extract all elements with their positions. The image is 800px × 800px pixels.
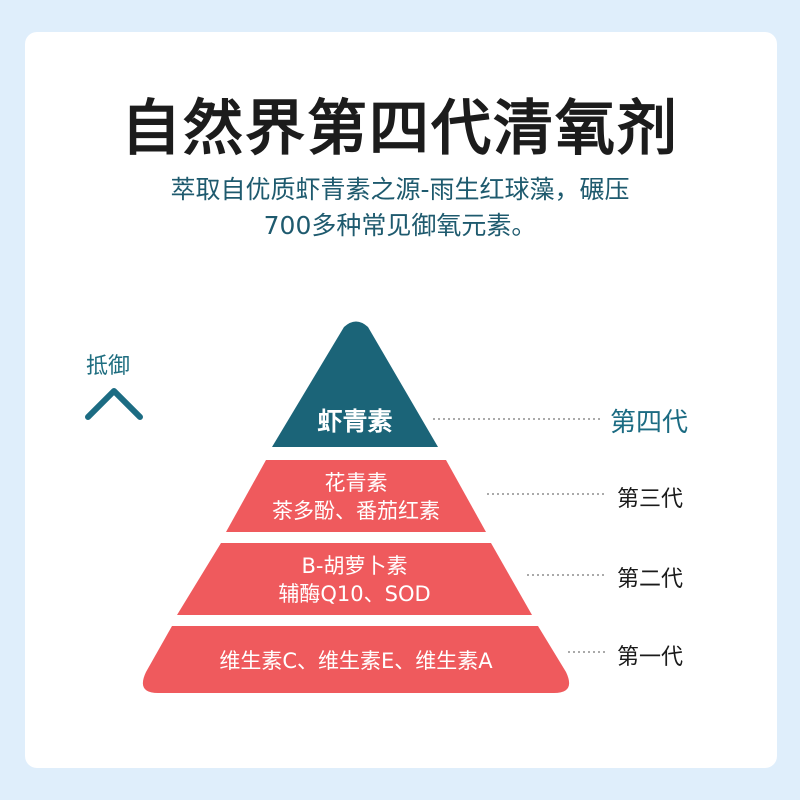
pyramid-tier-4 [272,321,438,447]
resistance-arrow-head [85,388,143,420]
subtitle-line-2: 700多种常见御氧元素。 [263,211,537,240]
page-subtitle: 萃取自优质虾青素之源-雨生红球藻，碾压 700多种常见御氧元素。 [0,172,800,244]
tier-2-line-2: 辅酶Q10、SOD [278,582,431,606]
generation-label-3: 第三代 [617,487,684,512]
generation-label-2: 第二代 [617,567,684,592]
tier-3-text: 花青素 茶多酚、番茄红素 [226,469,486,525]
page-title: 自然界第四代清氧剂 [121,94,679,164]
tier-2-text: B-胡萝卜素 辅酶Q10、SOD [177,552,532,608]
tier-1-text: 维生素C、维生素E、维生素A [146,645,566,675]
generation-label-4: 第四代 [610,408,689,438]
tier-4-text: 虾青素 [272,402,438,438]
tier-1-line-1: 维生素C、维生素E、维生素A [219,649,493,673]
generation-label-1: 第一代 [617,645,684,670]
tier-4-line-1: 虾青素 [317,407,393,436]
pyramid-tier-1 [142,626,570,693]
pyramid-tier-3 [226,460,486,532]
tier-2-line-1: B-胡萝卜素 [301,554,408,578]
tier-3-line-1: 花青素 [324,471,388,495]
pyramid-tier-2 [177,543,532,615]
subtitle-line-1: 萃取自优质虾青素之源-雨生红球藻，碾压 [170,175,630,204]
axis-label-resist: 抵御 [86,354,131,379]
tier-3-line-2: 茶多酚、番茄红素 [272,499,440,523]
